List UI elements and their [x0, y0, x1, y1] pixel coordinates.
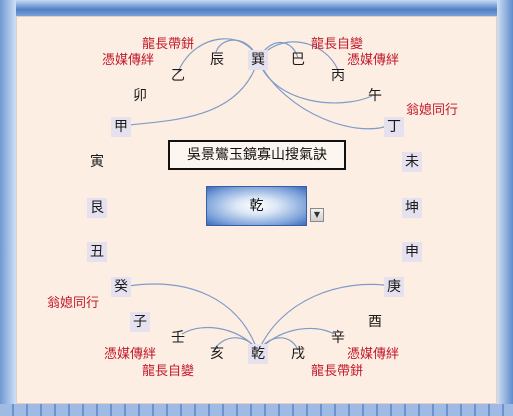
position-you: 酉 [368, 314, 382, 330]
position-si: 巳 [291, 52, 305, 68]
frame-right-border [497, 0, 513, 416]
note-left-mid: 翁媳同行 [47, 296, 100, 311]
position-geng: 庚 [384, 277, 404, 297]
note-bottom-right-2: 龍長帶鉼 [311, 364, 364, 379]
position-gui: 癸 [111, 277, 131, 297]
position-gen: 艮 [87, 198, 107, 218]
dropdown-button[interactable]: ▼ [310, 208, 324, 222]
position-shen: 申 [402, 242, 422, 262]
note-bottom-left-2: 龍長自變 [142, 364, 195, 379]
note-top-right-1: 龍長自變 [311, 37, 364, 52]
position-xun: 巽 [248, 50, 268, 70]
position-qian: 乾 [248, 344, 268, 364]
note-top-left-1: 龍長帶鉼 [142, 37, 195, 52]
position-ren: 壬 [171, 330, 185, 346]
position-zi: 子 [130, 312, 150, 332]
note-bottom-left-1: 憑媒傳絆 [104, 347, 157, 362]
position-xin: 辛 [331, 330, 345, 346]
note-top-right-2: 憑媒傳絆 [347, 53, 400, 68]
note-right-mid: 翁媳同行 [406, 103, 459, 118]
position-mao: 卯 [133, 88, 147, 104]
position-ding: 丁 [384, 117, 404, 137]
position-chen: 辰 [210, 52, 224, 68]
position-bing: 丙 [331, 68, 345, 84]
chevron-down-icon: ▼ [313, 210, 321, 219]
position-kun: 坤 [402, 198, 422, 218]
position-yin: 寅 [90, 154, 104, 170]
position-chou: 丑 [87, 242, 107, 262]
position-wu: 午 [368, 88, 382, 104]
direction-select[interactable]: 乾 [206, 186, 307, 226]
note-top-left-2: 憑媒傳絆 [102, 53, 155, 68]
frame-top-border [0, 0, 513, 16]
frame-bottom-border [0, 404, 513, 416]
position-wei: 未 [402, 152, 422, 172]
compass-title: 吳景鸞玉鏡寡山搜氣訣 [168, 140, 346, 170]
frame-left-border [0, 0, 16, 416]
position-hai: 亥 [210, 346, 224, 362]
note-bottom-right-1: 憑媒傳絆 [347, 347, 400, 362]
position-xu: 戌 [291, 346, 305, 362]
position-yi: 乙 [171, 68, 185, 84]
position-jia: 甲 [111, 117, 131, 137]
